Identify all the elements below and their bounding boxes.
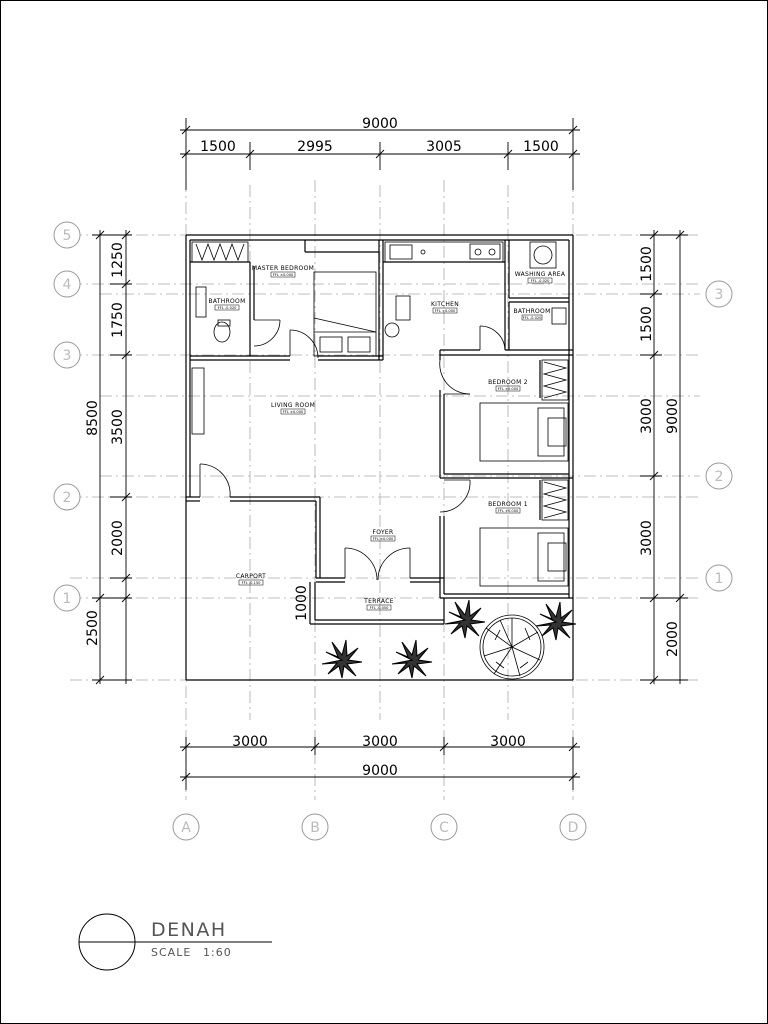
bedroom-1-ffl: FFL ±0.000 — [498, 509, 519, 513]
right-total-dimension: 9000 — [665, 398, 681, 434]
top-dimension-3: 3005 — [426, 139, 462, 155]
master-bedroom-label: MASTER BEDROOM — [252, 265, 314, 272]
master-bedroom-ffl: FFL ±0.000 — [273, 273, 294, 277]
kitchen-ffl: FFL ±0.000 — [435, 309, 456, 313]
living-room-label: LIVING ROOM — [271, 402, 315, 409]
bedroom-1-label: BEDROOM 1 — [488, 501, 528, 508]
top-total-dimension: 9000 — [362, 116, 398, 132]
washing-area-label: WASHING AREA — [515, 271, 566, 278]
grid-right-row-1: 1 — [715, 571, 724, 587]
grid-right-row-3: 3 — [715, 287, 724, 303]
left-dimension-6: 2500 — [85, 610, 101, 646]
carport-ffl: FFL -0.150 — [242, 581, 262, 585]
tree — [479, 614, 545, 680]
top-dimension-4: 1500 — [523, 139, 559, 155]
foyer-ffl: FFL ±0.000 — [373, 537, 394, 541]
bathroom-2-label: BATHROOM — [513, 308, 550, 315]
carport-label: CARPORT — [236, 573, 266, 580]
grid-row-5: 5 — [63, 228, 72, 244]
left-dimension-2: 1750 — [110, 302, 126, 338]
left-dimension-4: 2000 — [110, 520, 126, 556]
bedroom-2-ffl: FFL ±0.000 — [498, 387, 519, 391]
scale-label: SCALE — [151, 946, 191, 959]
foyer-label: FOYER — [373, 529, 394, 536]
grid-row-3: 3 — [63, 348, 72, 364]
scale-value: 1:60 — [203, 946, 232, 959]
grid-row-2: 2 — [63, 490, 72, 506]
plants — [321, 599, 577, 679]
grid-row-1: 1 — [63, 591, 72, 607]
right-dimension-2: 1500 — [639, 306, 655, 342]
terrace-ffl: FFL -0.050 — [370, 606, 390, 610]
bathroom-master-ffl: FFL -0.020 — [218, 306, 238, 310]
grid-lines — [70, 180, 700, 800]
living-room-ffl: FFL ±0.000 — [283, 410, 304, 414]
drawing-title: DENAH — [151, 919, 227, 941]
washing-area-ffl: FFL -0.020 — [531, 279, 551, 283]
grid-column-a: A — [181, 820, 191, 836]
left-dimension-5: 1000 — [294, 585, 310, 621]
right-dimension-5: 2000 — [665, 621, 681, 657]
right-dimension-3: 3000 — [639, 398, 655, 434]
left-dimension-1: 1250 — [110, 242, 126, 278]
top-dimension-1: 1500 — [200, 139, 236, 155]
bathroom-2-ffl: FFL -0.020 — [523, 316, 543, 320]
grid-bubbles — [53, 221, 733, 841]
top-dimension-2: 2995 — [297, 139, 333, 155]
right-dimension-4: 3000 — [639, 520, 655, 556]
furniture — [191, 241, 569, 587]
grid-column-b: B — [310, 820, 320, 836]
bottom-dimension-1: 3000 — [232, 734, 268, 750]
title-block: DENAH SCALE 1:60 — [78, 913, 272, 971]
doors — [199, 319, 506, 581]
grid-right-row-2: 2 — [715, 469, 724, 485]
right-dimensions — [640, 230, 688, 685]
grid-row-4: 4 — [63, 277, 72, 293]
grid-column-d: D — [568, 820, 579, 836]
grid-column-c: C — [439, 820, 449, 836]
bedroom-2-label: BEDROOM 2 — [488, 379, 528, 386]
bottom-dimensions — [180, 737, 580, 790]
left-dimensions — [92, 230, 132, 685]
terrace-label: TERRACE — [363, 598, 394, 605]
kitchen-label: KITCHEN — [431, 301, 459, 308]
bathroom-master-label: BATHROOM — [208, 298, 245, 305]
bottom-dimension-3: 3000 — [490, 734, 526, 750]
left-total-dimension: 8500 — [85, 400, 101, 436]
bottom-total-dimension: 9000 — [362, 763, 398, 779]
walls — [185, 234, 574, 681]
right-dimension-1: 1500 — [639, 246, 655, 282]
room-labels: MASTER BEDROOM FFL ±0.000 BATHROOM FFL -… — [208, 265, 566, 611]
top-dimensions — [180, 118, 580, 190]
bottom-dimension-2: 3000 — [362, 734, 398, 750]
left-dimension-3: 3500 — [110, 409, 126, 445]
